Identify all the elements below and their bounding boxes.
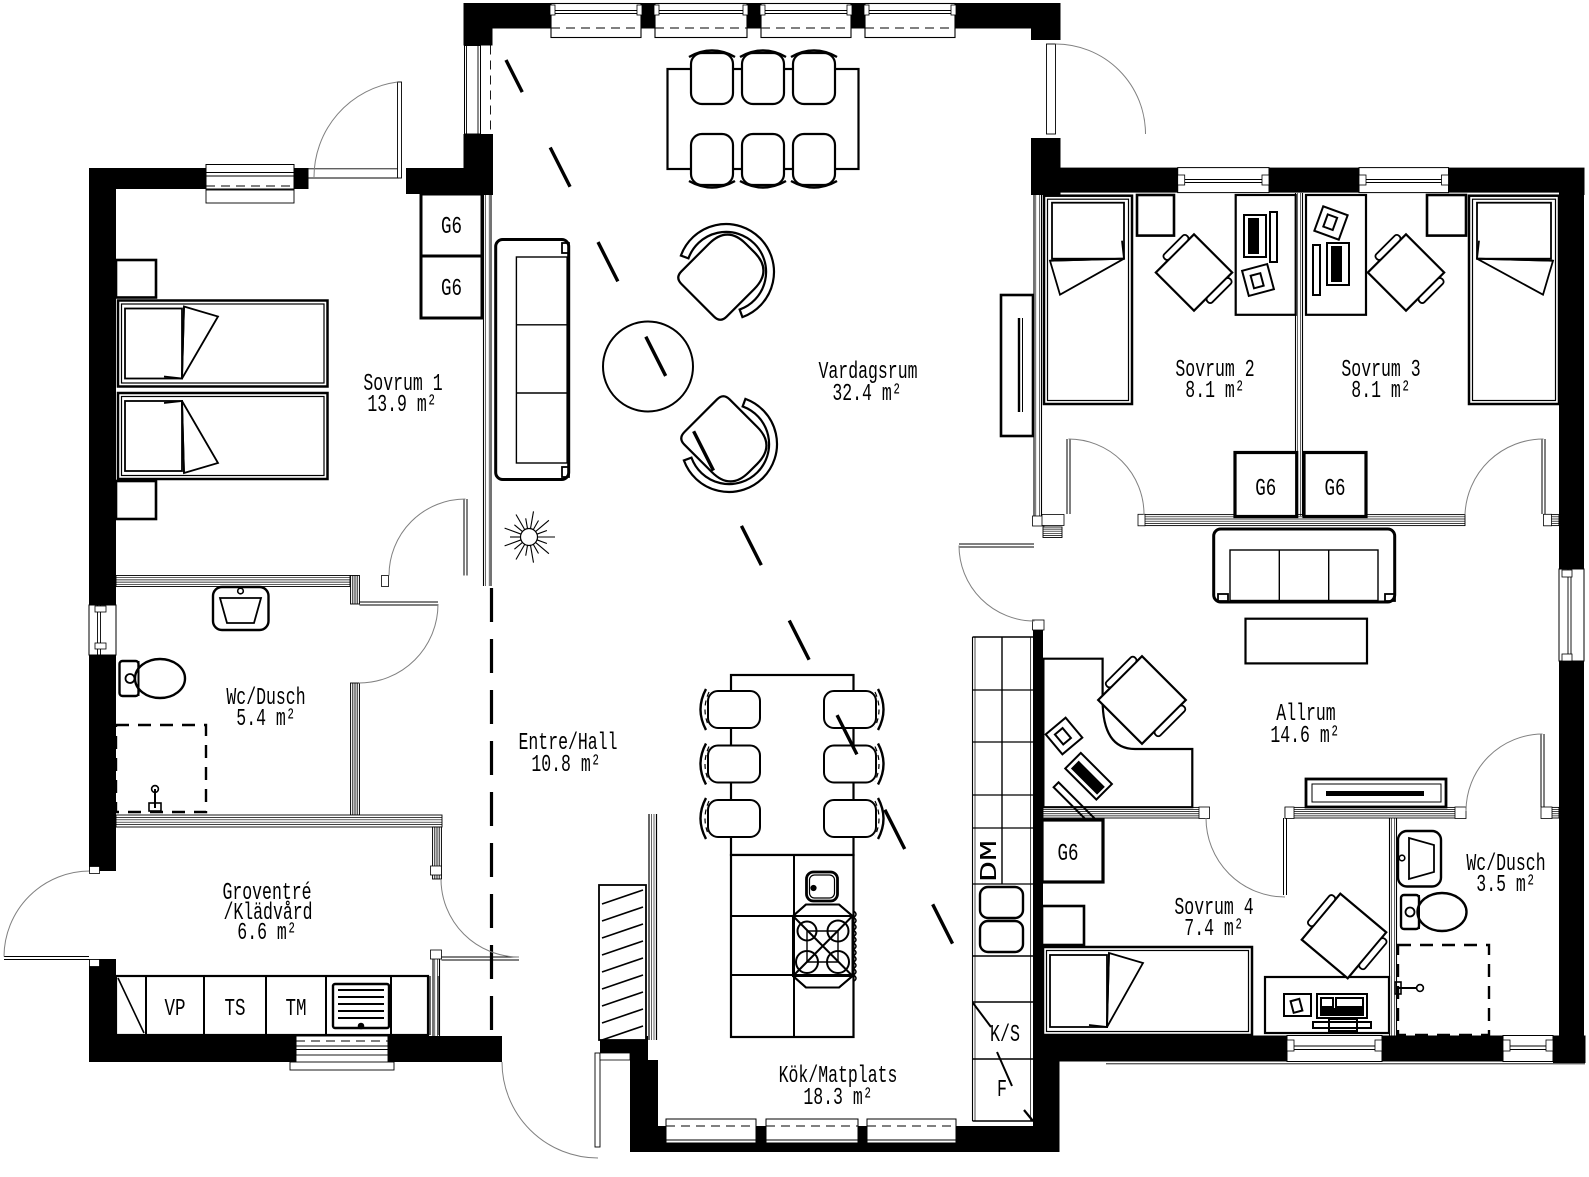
svg-text:Sovrum 4: Sovrum 4 bbox=[1174, 895, 1253, 922]
svg-text:Entre/Hall: Entre/Hall bbox=[519, 730, 618, 757]
svg-text:Sovrum 1: Sovrum 1 bbox=[363, 371, 442, 398]
svg-text:13.9 m²: 13.9 m² bbox=[367, 392, 436, 419]
svg-text:Allrum: Allrum bbox=[1276, 701, 1335, 728]
svg-text:Sovrum 3: Sovrum 3 bbox=[1341, 357, 1420, 384]
svg-text:14.6 m²: 14.6 m² bbox=[1270, 723, 1339, 750]
svg-text:/Klädvård: /Klädvård bbox=[223, 900, 312, 927]
svg-text:18.3 m²: 18.3 m² bbox=[803, 1085, 872, 1112]
svg-text:G6: G6 bbox=[441, 214, 462, 241]
svg-text:G6: G6 bbox=[441, 276, 462, 303]
svg-text:G6: G6 bbox=[1255, 476, 1276, 503]
svg-text:TS: TS bbox=[225, 996, 246, 1023]
svg-text:3.5 m²: 3.5 m² bbox=[1476, 872, 1535, 899]
svg-text:8.1 m²: 8.1 m² bbox=[1185, 378, 1244, 405]
svg-text:32.4 m²: 32.4 m² bbox=[832, 381, 901, 408]
svg-text:Kök/Matplats: Kök/Matplats bbox=[779, 1063, 898, 1090]
svg-text:Wc/Dusch: Wc/Dusch bbox=[1466, 851, 1545, 878]
svg-text:Wc/Dusch: Wc/Dusch bbox=[226, 685, 305, 712]
svg-text:TM: TM bbox=[286, 996, 307, 1023]
svg-text:Groventré: Groventré bbox=[222, 880, 311, 907]
svg-text:Vardagsrum: Vardagsrum bbox=[819, 359, 918, 386]
svg-text:6.6 m²: 6.6 m² bbox=[237, 920, 296, 947]
svg-text:G6: G6 bbox=[1325, 476, 1346, 503]
svg-text:10.8 m²: 10.8 m² bbox=[531, 752, 600, 779]
svg-text:8.1 m²: 8.1 m² bbox=[1351, 378, 1410, 405]
svg-text:DM: DM bbox=[977, 840, 1004, 882]
svg-text:7.4 m²: 7.4 m² bbox=[1184, 916, 1243, 943]
svg-text:VP: VP bbox=[165, 996, 186, 1023]
svg-text:G6: G6 bbox=[1058, 841, 1079, 868]
svg-text:K/S: K/S bbox=[990, 1022, 1020, 1049]
svg-text:5.4 m²: 5.4 m² bbox=[236, 706, 295, 733]
svg-text:Sovrum 2: Sovrum 2 bbox=[1175, 357, 1254, 384]
svg-text:F: F bbox=[997, 1077, 1007, 1104]
